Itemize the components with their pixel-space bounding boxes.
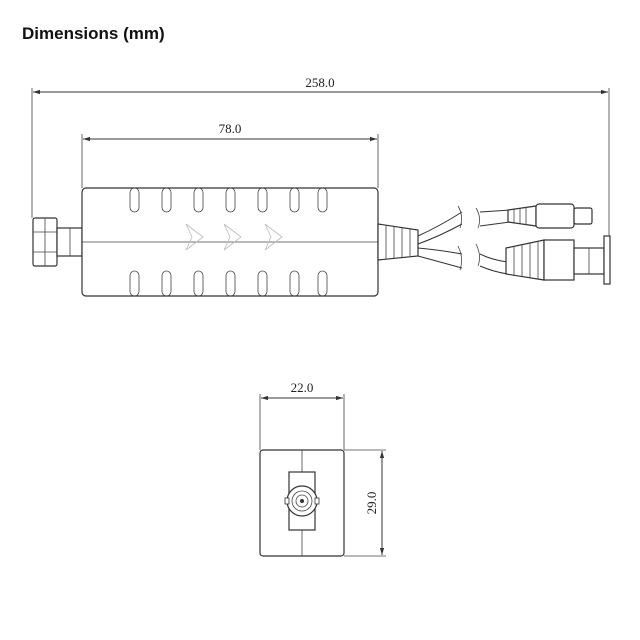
body-length-dimension: 78.0 [81, 121, 379, 188]
main-body [81, 187, 379, 297]
bnc-connector-left [32, 217, 83, 267]
strain-relief [377, 223, 419, 261]
end-view: 22.0 29.0 [259, 380, 386, 557]
bnc-port-icon [284, 471, 320, 531]
end-width-label: 22.0 [291, 380, 314, 395]
page-title: Dimensions (mm) [22, 24, 165, 43]
overall-length-dimension: 258.0 [31, 75, 610, 240]
cables [417, 205, 511, 275]
bottom-vent-slots [129, 270, 328, 297]
body-length-label: 78.0 [219, 121, 242, 136]
chevron-arrow-icon [185, 223, 283, 251]
overall-length-label: 258.0 [305, 75, 334, 90]
dc-power-plug [507, 203, 593, 229]
end-height-label: 29.0 [364, 492, 379, 515]
top-vent-slots [129, 187, 328, 213]
bnc-connector-right [505, 235, 611, 285]
